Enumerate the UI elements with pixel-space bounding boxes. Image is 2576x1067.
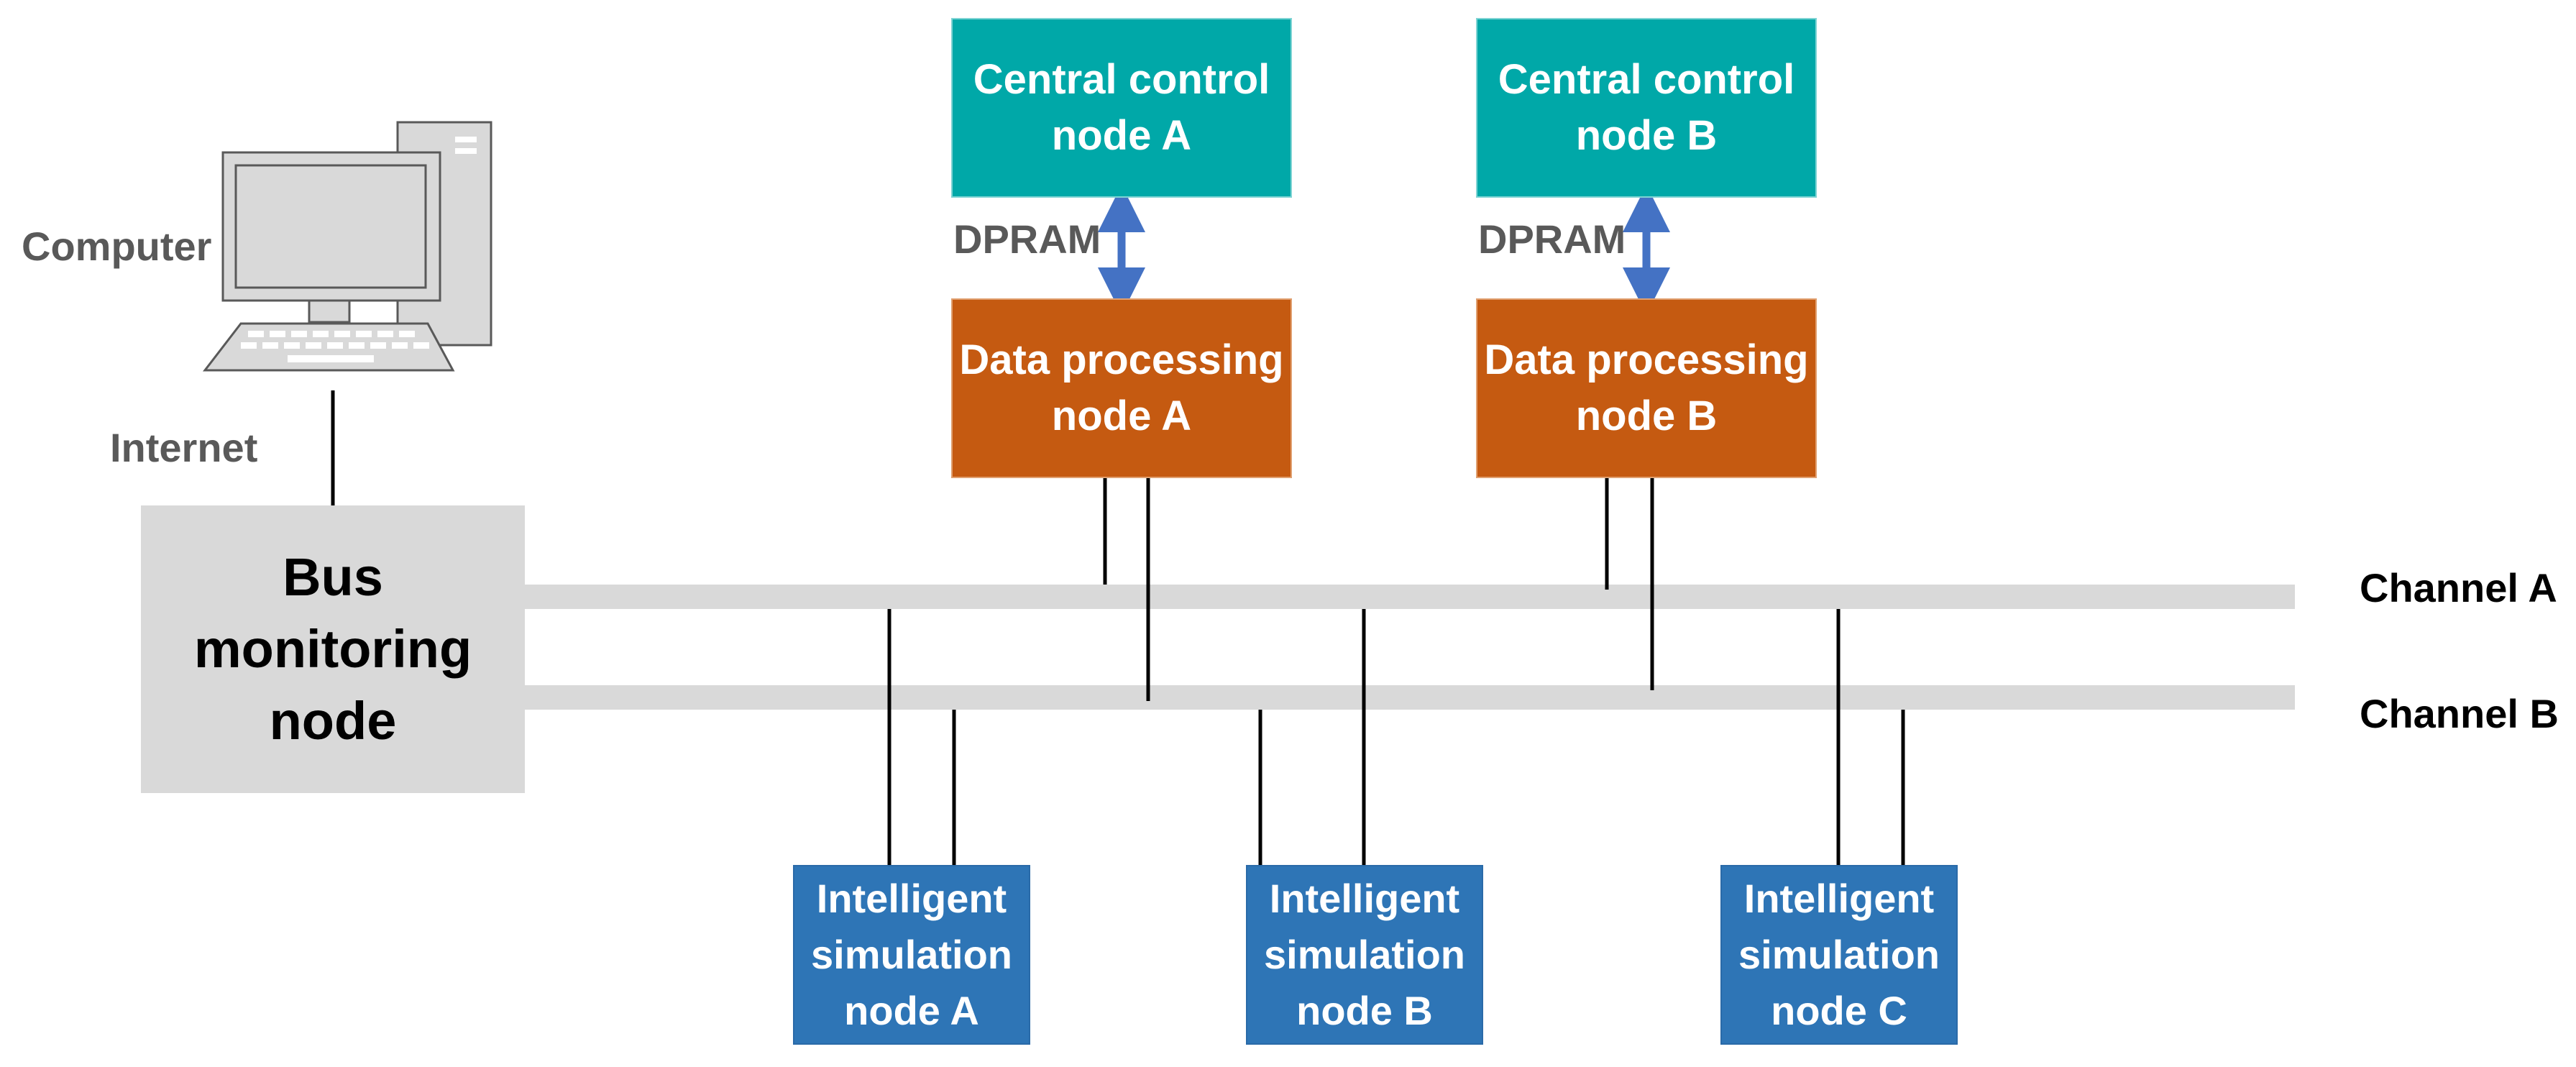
intelligent-simulation-node-b: Intelligent simulation node B bbox=[1246, 865, 1483, 1045]
channel-a-label: Channel A bbox=[2360, 565, 2557, 610]
computer-label: Computer bbox=[22, 224, 212, 269]
data-processing-node-b: Data processing node B bbox=[1476, 298, 1817, 478]
bus-monitoring-node: Bus monitoring node bbox=[141, 505, 525, 793]
intelligent-simulation-node-c: Intelligent simulation node C bbox=[1720, 865, 1958, 1045]
intelligent-simulation-node-a: Intelligent simulation node A bbox=[793, 865, 1030, 1045]
central-control-node-b: Central control node B bbox=[1476, 18, 1817, 198]
central-control-node-a: Central control node A bbox=[951, 18, 1292, 198]
dpram-label-a: DPRAM bbox=[953, 216, 1101, 262]
dpram-label-b: DPRAM bbox=[1478, 216, 1626, 262]
data-processing-node-a: Data processing node A bbox=[951, 298, 1292, 478]
channel-b-bus bbox=[525, 685, 2295, 710]
channel-a-bus bbox=[525, 585, 2295, 609]
channel-b-label: Channel B bbox=[2360, 691, 2559, 736]
internet-label: Internet bbox=[110, 425, 258, 470]
